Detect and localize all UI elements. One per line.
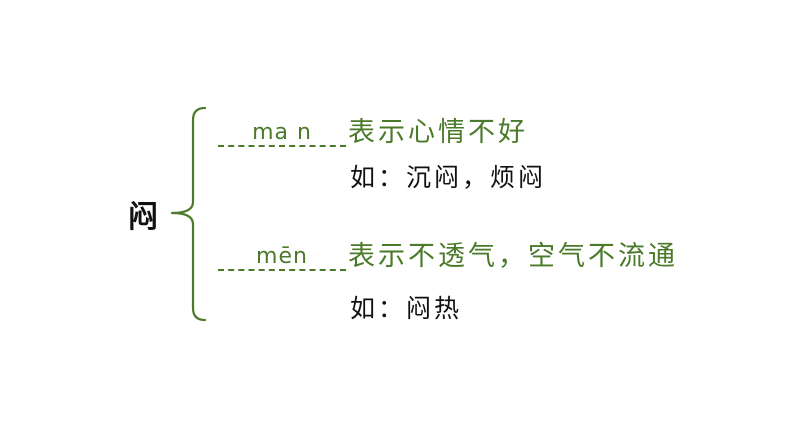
example-2: 如：闷热 (350, 294, 463, 323)
pinyin-2: mēn (256, 244, 308, 269)
head-character: 闷 (128, 200, 158, 235)
pinyin-blank-2: mēn (218, 244, 346, 274)
meaning-2: 表示不透气，空气不流通 (348, 241, 678, 272)
meaning-1: 表示心情不好 (348, 117, 528, 148)
example-1: 如：沉闷，烦闷 (350, 163, 547, 192)
pinyin-1: ma n (252, 120, 312, 145)
pinyin-blank-1: ma n (218, 120, 346, 150)
entry-1-row: ma n 表示心情不好 (218, 114, 528, 150)
entry-2-row: mēn 表示不透气，空气不流通 (218, 238, 678, 274)
underline-1 (218, 145, 346, 147)
underline-2 (218, 269, 346, 271)
curly-brace-icon (170, 106, 207, 322)
